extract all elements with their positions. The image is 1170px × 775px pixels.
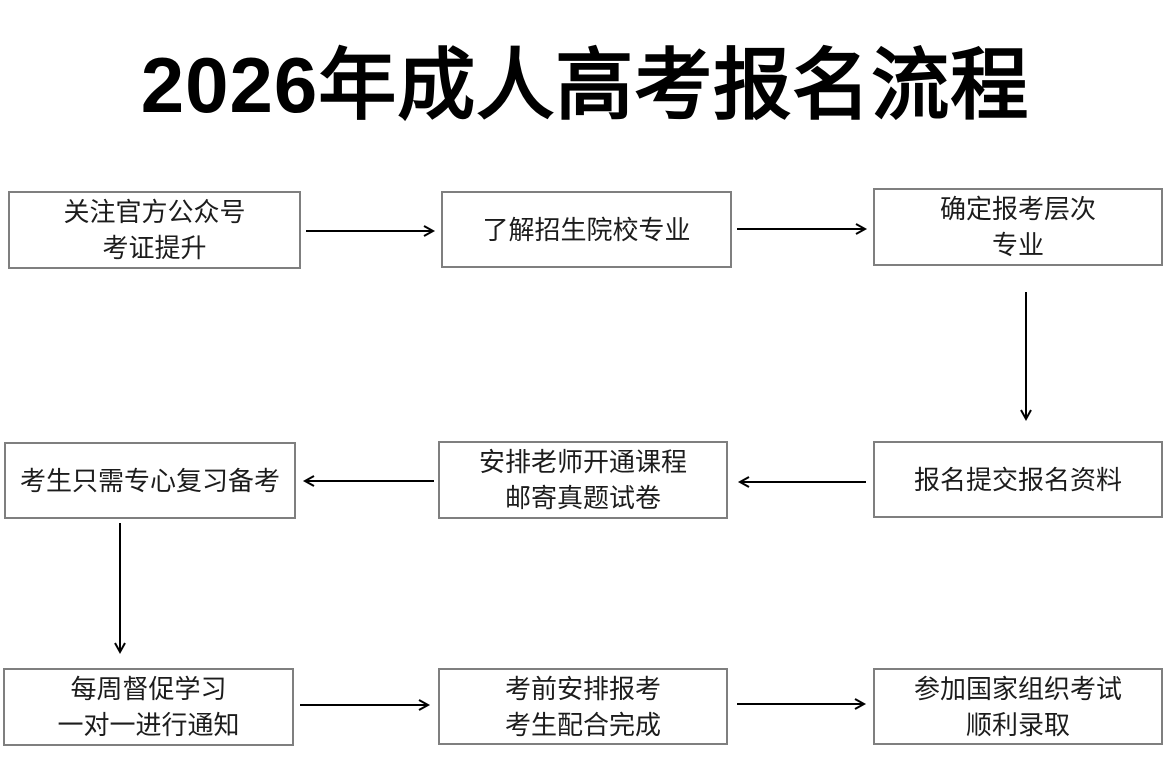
- flow-step-4-line1: 报名提交报名资料: [913, 464, 1122, 495]
- flow-step-3-line2: 专业: [991, 230, 1044, 260]
- flow-step-8-line2: 考生配合完成: [504, 709, 661, 740]
- flow-step-5-line2: 邮寄真题试卷: [504, 483, 661, 513]
- flow-step-7-line2: 一对一进行通知: [57, 710, 240, 740]
- flow-step-2: 了解招生院校专业: [441, 191, 732, 268]
- flow-step-9-line1: 参加国家组织考试: [913, 673, 1122, 704]
- flow-step-6: 考生只需专心复习备考: [4, 442, 296, 519]
- flow-step-4: 报名提交报名资料: [873, 441, 1163, 518]
- flow-step-9-line2: 顺利录取: [965, 709, 1070, 740]
- flow-step-5-line1: 安排老师开通课程: [478, 447, 687, 477]
- flow-step-1-line2: 考证提升: [102, 233, 207, 263]
- flow-step-9: 参加国家组织考试 顺利录取: [873, 668, 1163, 745]
- flow-step-7-line1: 每周督促学习: [70, 674, 227, 704]
- flow-step-1-line1: 关注官方公众号: [63, 197, 246, 227]
- flow-step-3-line1: 确定报考层次: [939, 194, 1096, 224]
- flow-step-7: 每周督促学习 一对一进行通知: [3, 668, 294, 746]
- flow-step-5: 安排老师开通课程 邮寄真题试卷: [438, 441, 728, 519]
- flow-step-1: 关注官方公众号 考证提升: [8, 191, 301, 269]
- flow-step-2-line1: 了解招生院校专业: [482, 214, 691, 245]
- flow-step-8-line1: 考前安排报考: [504, 673, 661, 704]
- page-title: 2026年成人高考报名流程: [140, 41, 1030, 129]
- flow-step-8: 考前安排报考 考生配合完成: [438, 668, 728, 745]
- flow-step-3: 确定报考层次 专业: [873, 188, 1163, 266]
- flow-step-6-line1: 考生只需专心复习备考: [19, 465, 280, 496]
